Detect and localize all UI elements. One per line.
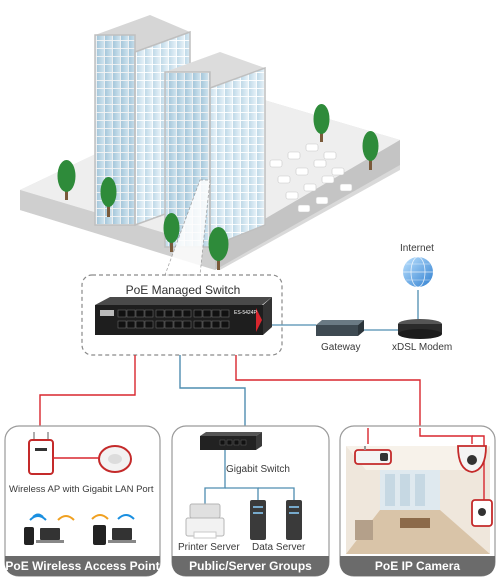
panel-wireless-title: PoE Wireless Access Point	[5, 559, 160, 573]
tree	[57, 160, 76, 200]
printer-icon	[185, 503, 225, 539]
switch-frame	[81, 274, 283, 356]
wifi-icon	[57, 515, 75, 521]
wifi-icon	[91, 514, 109, 520]
data-server-icon	[286, 500, 302, 540]
uplink	[272, 290, 419, 331]
gigabit-switch-label: Gigabit Switch	[226, 464, 290, 475]
tree-group	[57, 104, 379, 270]
printer-server-label: Printer Server	[178, 542, 240, 553]
gateway-label: Gateway	[321, 342, 361, 353]
wireless-ap-label: Wireless AP with Gigabit LAN Port	[9, 484, 154, 495]
switch-title: PoE Managed Switch	[125, 283, 241, 297]
wifi-icon	[117, 514, 135, 520]
tree	[208, 227, 229, 270]
panel-camera-title: PoE IP Camera	[374, 559, 461, 573]
laptop-icon	[112, 528, 132, 540]
wireless-ap-device	[28, 432, 54, 475]
modem-device	[398, 319, 442, 339]
wireless-clients	[24, 513, 136, 545]
modem-label: xDSL Modem	[392, 342, 453, 353]
laptop-icon	[40, 528, 60, 540]
bullet-camera-icon	[354, 446, 392, 465]
gigabit-switch-device	[200, 432, 262, 450]
gateway-device	[316, 320, 364, 336]
parking-lot	[269, 143, 353, 213]
phone-icon	[24, 527, 34, 545]
tree	[163, 213, 180, 252]
internet-label: Internet	[400, 243, 434, 254]
building-right	[164, 52, 266, 249]
links	[39, 355, 421, 432]
panel-server-title: Public/Server Groups	[189, 559, 312, 573]
switch-model-text: ES-5424P	[234, 310, 257, 316]
internet-globe-icon	[403, 256, 433, 288]
wifi-icon	[29, 513, 47, 521]
ceiling-ap-device	[98, 445, 132, 473]
cube-camera-icon	[471, 499, 493, 527]
data-server-label: Data Server	[252, 542, 306, 553]
tree	[362, 131, 379, 170]
dome-camera-icon	[457, 445, 487, 473]
managed-switch: ES-5424P	[95, 297, 272, 335]
data-server-icon	[250, 500, 266, 540]
server-links	[204, 450, 295, 505]
tree	[100, 177, 117, 217]
camera-links	[367, 428, 485, 500]
tablet-icon	[93, 525, 106, 545]
tree	[313, 104, 330, 142]
